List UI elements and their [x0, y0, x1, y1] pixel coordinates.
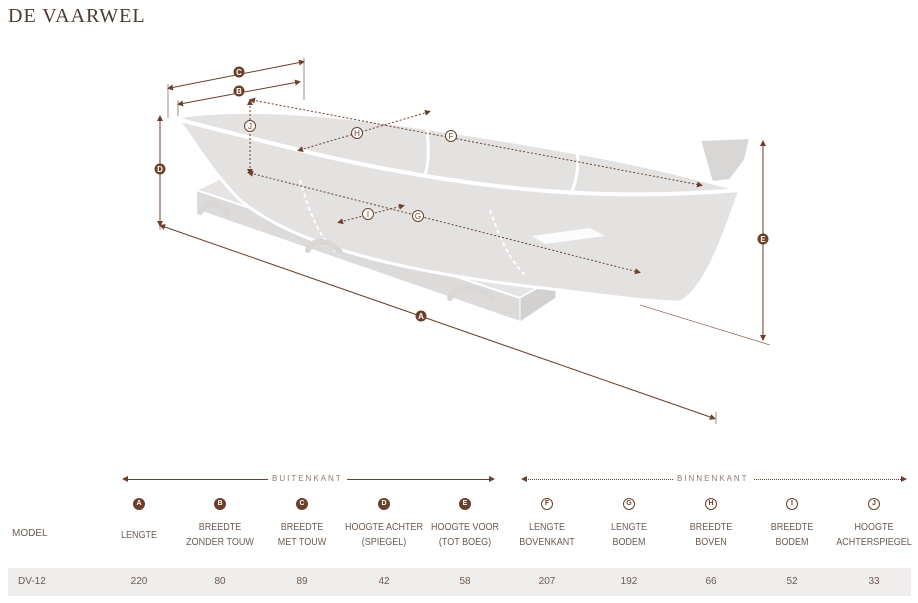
arrow-left-icon	[521, 476, 527, 482]
badge-d: D	[341, 492, 427, 510]
svg-text:J: J	[248, 122, 252, 131]
marker-d: D	[154, 163, 166, 175]
svg-text:E: E	[760, 235, 766, 244]
marker-g: G	[412, 210, 424, 222]
svg-text:A: A	[418, 312, 424, 321]
cell-d: 42	[378, 576, 390, 587]
boat-hull	[171, 101, 752, 304]
svg-text:I: I	[367, 210, 369, 219]
svg-text:B: B	[236, 87, 242, 96]
col-header-a: LENGTE	[120, 530, 157, 541]
page-title: DE VAARWEL	[8, 5, 146, 27]
cell-b: 80	[214, 576, 226, 587]
badge-g: G	[586, 492, 672, 510]
badge-i: I	[749, 492, 835, 510]
outside-label: BUITENKANT	[268, 474, 347, 483]
svg-text:C: C	[236, 68, 242, 77]
arrow-right-icon	[901, 476, 907, 482]
cell-h: 66	[705, 576, 717, 587]
marker-f: F	[445, 130, 457, 142]
cell-i: 52	[786, 576, 798, 587]
badge-b: B	[177, 492, 263, 510]
boat-dimension-diagram: A B C D E F G H I J	[154, 58, 771, 424]
model-cell: DV-12	[18, 576, 46, 587]
badge-h: H	[668, 492, 754, 510]
arrow-left-icon	[122, 476, 128, 482]
cell-a: 220	[130, 576, 148, 587]
marker-b: B	[233, 85, 245, 97]
badge-e: E	[422, 492, 508, 510]
badge-c: C	[259, 492, 345, 510]
cell-j: 33	[868, 576, 880, 587]
svg-text:G: G	[415, 212, 421, 221]
marker-h: H	[351, 127, 363, 139]
arrow-right-icon	[489, 476, 495, 482]
marker-e: E	[757, 233, 769, 245]
svg-text:F: F	[449, 132, 454, 141]
marker-i: I	[362, 208, 374, 220]
badge-f: F	[504, 492, 590, 510]
cell-g: 192	[620, 576, 638, 587]
cell-f: 207	[538, 576, 556, 587]
badge-a: A	[96, 492, 182, 510]
col-header-d: HOOGTE ACHTER(SPIEGEL)	[344, 522, 424, 548]
svg-text:D: D	[157, 165, 163, 174]
marker-a: A	[415, 310, 427, 322]
inside-label: BINNENKANT	[673, 474, 753, 483]
table-row	[8, 568, 911, 596]
cell-e: 58	[459, 576, 471, 587]
marker-j: J	[244, 120, 256, 132]
cell-c: 89	[296, 576, 308, 587]
model-header: MODEL	[12, 528, 48, 539]
marker-c: C	[233, 66, 245, 78]
badge-j: J	[831, 492, 917, 510]
col-header-e: HOOGTE VOOR(TOT BOEG)	[430, 522, 500, 548]
svg-text:H: H	[354, 129, 360, 138]
